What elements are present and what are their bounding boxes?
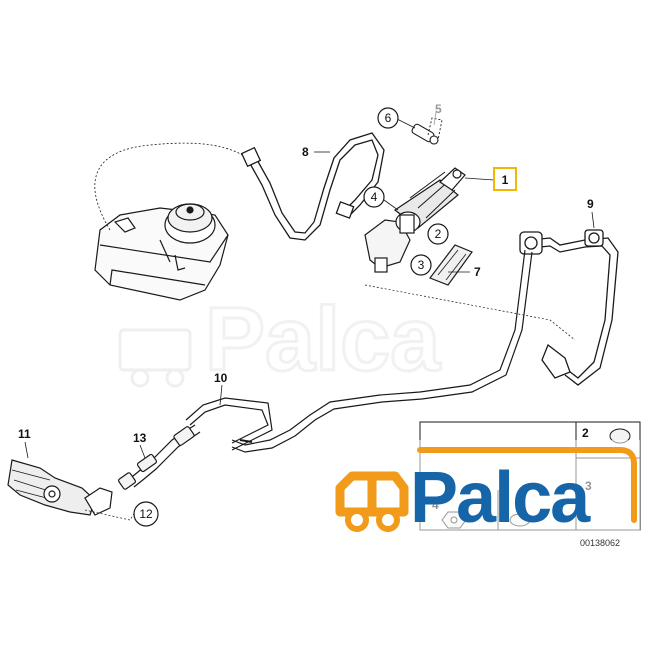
callout-12-label: 12 (139, 507, 153, 521)
callout-9: 9 (587, 197, 594, 211)
callout-2-label: 2 (435, 227, 442, 241)
callout-3: 3 (410, 254, 432, 276)
callout-6-label: 6 (385, 111, 392, 125)
callout-4: 4 (363, 186, 385, 208)
bracket-7-dashed (364, 284, 576, 341)
callout-5: 5 (435, 102, 442, 116)
leader-1 (464, 177, 495, 181)
clutch-master-cylinder (364, 167, 466, 273)
leader-10 (219, 384, 223, 406)
inset-label-2: 2 (582, 426, 589, 440)
callout-3-label: 3 (418, 258, 425, 272)
fluid-reservoir (94, 203, 229, 301)
truck-icon (335, 471, 409, 517)
callout-11: 11 (18, 427, 31, 441)
leader-13 (139, 444, 146, 459)
leader-11 (24, 441, 29, 459)
callout-1-highlight: 1 (493, 167, 517, 191)
drawing-id: 00138062 (580, 538, 620, 548)
hose-part-8 (240, 132, 385, 241)
bracket-12-dashed (84, 509, 136, 521)
background-watermark: Palca (118, 289, 443, 392)
reservoir-overflow-line (94, 142, 251, 231)
leader-9 (591, 211, 595, 229)
leader-4 (383, 199, 399, 211)
callout-7: 7 (474, 265, 481, 279)
pipe-part-10 (185, 249, 533, 453)
callout-1-label: 1 (502, 173, 509, 187)
fitting-part-13 (118, 424, 201, 490)
callout-13: 13 (133, 431, 147, 445)
truck-wheel-front (345, 508, 369, 532)
callout-6: 6 (377, 107, 399, 129)
callout-8: 8 (302, 145, 309, 159)
slave-cylinder-part-11 (7, 459, 113, 516)
logo-frame (417, 447, 637, 523)
callout-12: 12 (133, 501, 159, 527)
palca-logo-text: Palca (410, 458, 591, 538)
callout-4-label: 4 (371, 190, 378, 204)
leader-5 (433, 111, 437, 126)
background-watermark-text: Palca (205, 290, 441, 390)
bolt-part-6 (411, 123, 439, 145)
clip-part-7 (429, 244, 473, 286)
callout-2: 2 (427, 223, 449, 245)
palca-logo: Palca (325, 440, 640, 538)
callout-10: 10 (214, 371, 228, 385)
truck-wheel-rear (376, 508, 400, 532)
pin-part-5 (427, 117, 443, 141)
pipe-part-9 (519, 229, 619, 386)
